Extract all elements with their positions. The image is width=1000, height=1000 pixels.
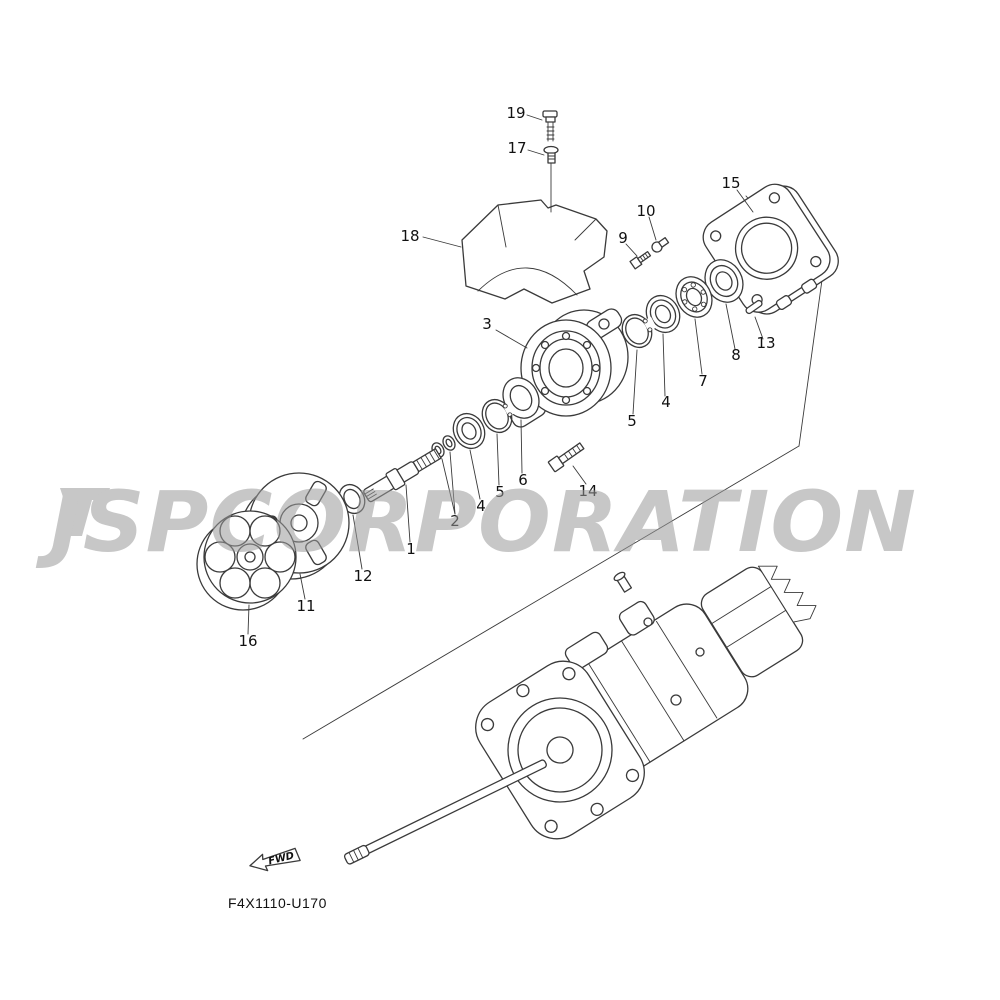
part-13-pin: [745, 299, 763, 315]
part-5-circlip-left: [481, 398, 517, 434]
callout-17: 17: [507, 139, 526, 157]
leader-lines: [247, 114, 764, 635]
part-7-bearing: [675, 276, 713, 318]
callout-5-left: 5: [495, 483, 505, 501]
drive-shaft: [343, 759, 547, 865]
part-17-washer-screw: [543, 145, 559, 164]
diagram-code: F4X1110-U170: [228, 895, 327, 911]
part-16-damper: [196, 510, 297, 611]
callout-7: 7: [698, 372, 708, 390]
callout-2: 2: [450, 512, 460, 530]
callout-4-left: 4: [476, 497, 486, 515]
gear-case-assembly: [343, 565, 817, 865]
part-8-bearing: [704, 259, 744, 303]
callout-1: 1: [406, 540, 416, 558]
callout-10: 10: [636, 202, 655, 220]
part-14-bolt: [547, 442, 585, 473]
part-3-bearing-housing: [509, 308, 629, 428]
callout-16: 16: [238, 632, 257, 650]
callout-8: 8: [731, 346, 741, 364]
callout-6: 6: [518, 471, 528, 489]
part-15-bracket-plate: [702, 183, 839, 315]
fwd-arrow: FWD: [249, 847, 301, 872]
part-4-bearing-left: [452, 412, 486, 450]
callout-19: 19: [506, 104, 525, 122]
callout-15: 15: [721, 174, 740, 192]
part-10-plug: [651, 237, 670, 253]
callout-14: 14: [578, 482, 597, 500]
part-9-screw: [629, 250, 652, 270]
callout-18: 18: [400, 227, 419, 245]
callout-4-right: 4: [661, 393, 671, 411]
part-5-circlip-right: [621, 313, 657, 349]
callout-numbers: 19 17 18 15 10 9 3 8 13 7 4 5 6 5 4 2 14…: [238, 104, 775, 650]
callout-11: 11: [296, 597, 315, 615]
callout-3: 3: [482, 315, 492, 333]
part-19-bolt: [542, 110, 558, 142]
part-18-housing-cover: [461, 199, 608, 304]
callout-13: 13: [756, 334, 775, 352]
callout-9: 9: [618, 229, 628, 247]
part-4-bearing-right: [645, 294, 681, 334]
part-1-shaft: [363, 448, 442, 503]
callout-12: 12: [353, 567, 372, 585]
callout-5-right: 5: [627, 412, 637, 430]
fwd-label: FWD: [267, 850, 295, 867]
